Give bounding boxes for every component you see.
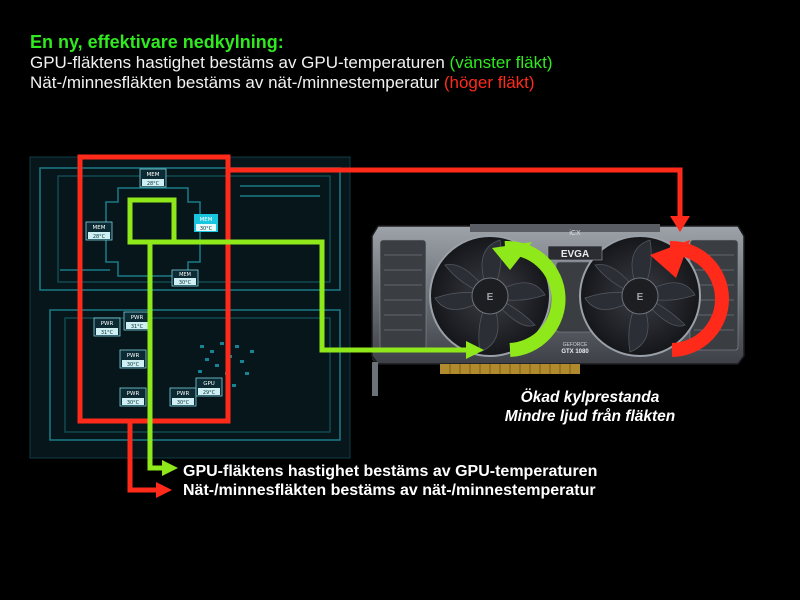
- svg-text:MEM: MEM: [200, 217, 213, 223]
- heading: En ny, effektivare nedkylning:: [30, 32, 284, 52]
- bottom-caption: GPU-fläktens hastighet bestäms av GPU-te…: [183, 462, 597, 500]
- performance-line2: Mindre ljud från fläkten: [504, 407, 676, 425]
- svg-text:MEM: MEM: [93, 225, 106, 231]
- svg-text:30°C: 30°C: [200, 226, 213, 232]
- left-fan: E: [429, 235, 551, 357]
- sensor-gpu: GPU 29°C: [195, 377, 223, 397]
- svg-text:GPU: GPU: [203, 381, 215, 387]
- svg-text:PWR: PWR: [177, 391, 190, 397]
- svg-text:PWR: PWR: [127, 353, 140, 359]
- left-fan-rotation-arrow: [492, 240, 566, 357]
- svg-text:30°C: 30°C: [127, 362, 140, 368]
- card-model-line2: GTX 1080: [561, 349, 589, 355]
- svg-text:E: E: [637, 292, 644, 303]
- svg-text:31°C: 31°C: [101, 330, 114, 336]
- svg-text:30°C: 30°C: [177, 400, 190, 406]
- svg-text:PWR: PWR: [127, 391, 140, 397]
- svg-text:MEM: MEM: [179, 272, 191, 278]
- pcb-schematic: [29, 156, 351, 459]
- green-path: [127, 197, 468, 471]
- sensor-pwr-4: PWR 30°C: [119, 387, 147, 407]
- sensor-mem-1: MEM 28°C: [139, 168, 167, 188]
- header-line-gpu-text: GPU-fläktens hastighet bestäms av GPU-te…: [30, 53, 445, 73]
- red-arrowhead-text: [156, 482, 172, 498]
- sensor-mem-3: MEM 30°C: [194, 214, 218, 232]
- sensor-pwr-1: PWR 31°C: [93, 317, 121, 337]
- sensor-pwr-5: PWR 30°C: [169, 387, 197, 407]
- sensor-mem-4: MEM 30°C: [171, 269, 199, 287]
- header: En ny, effektivare nedkylning: GPU-fläkt…: [30, 32, 553, 93]
- header-line-mem: Nät-/minnesfläkten bestäms av nät-/minne…: [30, 73, 553, 93]
- header-line-gpu: GPU-fläktens hastighet bestäms av GPU-te…: [30, 53, 553, 73]
- card-model-line1: GEFORCE: [563, 342, 588, 348]
- green-arrowhead-text: [162, 460, 178, 476]
- svg-text:30°C: 30°C: [179, 280, 192, 286]
- red-arrowhead-fan: [670, 216, 690, 232]
- sensor-pwr-2: PWR 31°C: [123, 311, 151, 331]
- card-top-label: iCX: [569, 230, 581, 237]
- svg-text:PWR: PWR: [101, 321, 114, 327]
- red-path: [77, 154, 683, 493]
- header-line-mem-text: Nät-/minnesfläkten bestäms av nät-/minne…: [30, 73, 440, 93]
- right-fan: E: [579, 235, 701, 357]
- header-line-mem-note: (höger fläkt): [443, 73, 535, 93]
- right-fan-rotation-arrow: [650, 240, 729, 357]
- pcb-sensors: MEM 28°C MEM 28°C MEM 30°C MEM 30°C PWR …: [85, 168, 223, 407]
- sensor-pwr-3: PWR 30°C: [119, 349, 147, 369]
- svg-text:E: E: [487, 292, 494, 303]
- svg-text:MEM: MEM: [147, 172, 160, 178]
- svg-text:28°C: 28°C: [93, 234, 106, 240]
- sensor-mem-2: MEM 28°C: [85, 221, 113, 241]
- performance-line1: Ökad kylprestanda: [520, 389, 660, 406]
- green-arrowhead-fan: [466, 341, 484, 359]
- svg-text:28°C: 28°C: [147, 181, 160, 187]
- svg-text:29°C: 29°C: [203, 390, 216, 396]
- svg-text:31°C: 31°C: [131, 324, 144, 330]
- header-line-gpu-note: (vänster fläkt): [449, 53, 553, 73]
- bottom-line-gpu: GPU-fläktens hastighet bestäms av GPU-te…: [183, 463, 598, 480]
- svg-text:PWR: PWR: [131, 315, 144, 321]
- bottom-line-mem: Nät-/minnesfläkten bestäms av nät-/minne…: [183, 482, 596, 500]
- performance-caption: Ökad kylprestanda Mindre ljud från fläkt…: [460, 389, 720, 426]
- svg-text:30°C: 30°C: [127, 400, 140, 406]
- card-brand: EVGA: [561, 249, 589, 260]
